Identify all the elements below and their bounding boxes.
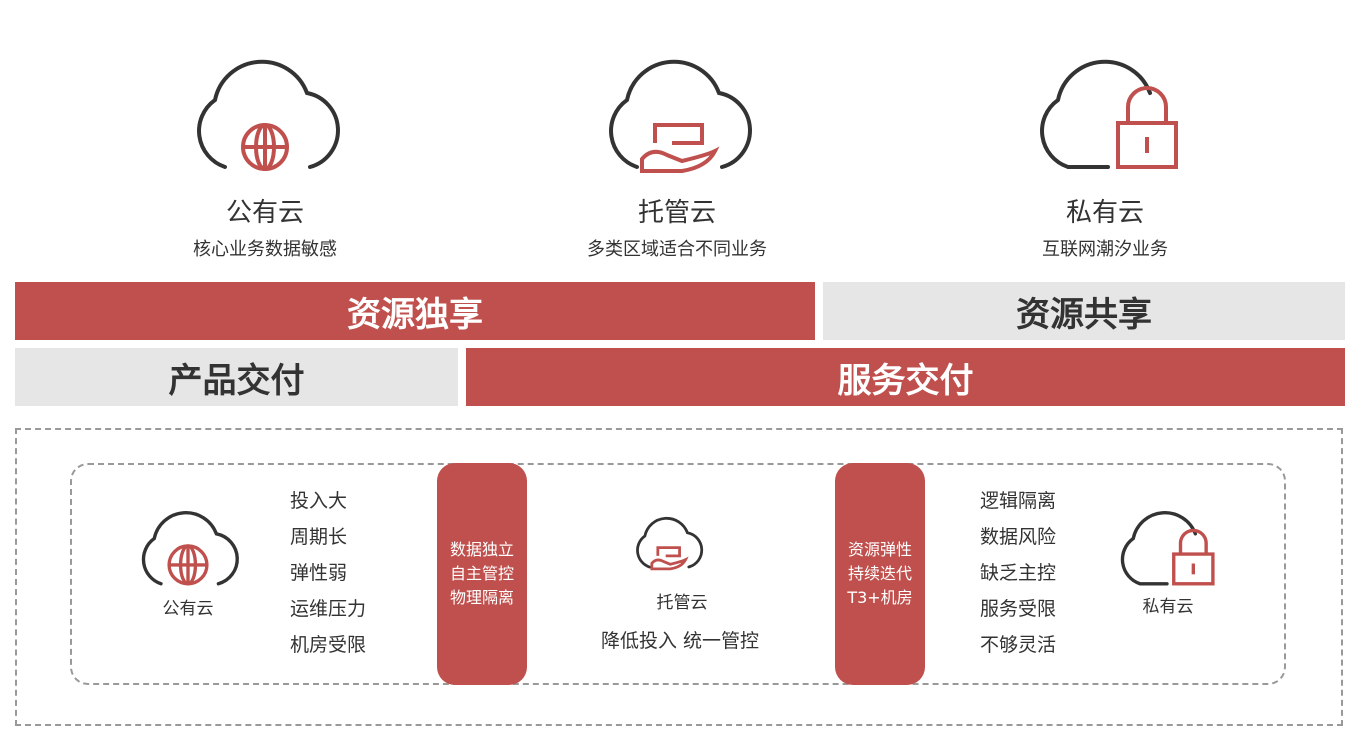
resource-shared-bar: 资源共享 (823, 282, 1345, 340)
small-public-cloud-icon (141, 511, 239, 586)
private-cloud-drawbacks: 逻辑隔离 数据风险 缺乏主控 服务受限 不够灵活 (980, 483, 1056, 663)
list-item: 服务受限 (980, 598, 1057, 620)
public-cloud-title: 公有云 (225, 198, 304, 228)
list-item: 逻辑隔离 (980, 490, 1057, 512)
small-private-cloud-icon (1120, 511, 1215, 586)
private-cloud-title: 私有云 (1065, 198, 1144, 228)
hosted-vs-public-advantages: 数据独立 自主管控 物理隔离 (437, 463, 527, 685)
list-item: 弹性弱 (290, 562, 348, 584)
small-public-cloud-label: 公有云 (162, 599, 214, 619)
small-hosted-cloud-icon (636, 516, 704, 571)
hosted-cloud-tagline: 降低投入 统一管控 (600, 630, 760, 652)
service-delivery-bar: 服务交付 (466, 348, 1345, 406)
hosted-cloud-hand-icon (609, 59, 752, 173)
comparison-inner-frame (70, 463, 1286, 685)
small-hosted-cloud-label: 托管云 (656, 593, 708, 613)
hosted-cloud-title: 托管云 (637, 198, 716, 228)
hosted-vs-private-advantages: 资源弹性 持续迭代 T3+机房 (835, 463, 925, 685)
advantage-item: 资源弹性 (847, 540, 912, 559)
comparison-outer-frame (15, 428, 1343, 726)
list-item: 不够灵活 (980, 634, 1057, 656)
advantage-item: 数据独立 (449, 540, 514, 559)
advantage-item: 自主管控 (449, 564, 514, 583)
list-item: 运维压力 (290, 598, 367, 620)
list-item: 缺乏主控 (980, 562, 1057, 584)
advantage-item: T3+机房 (847, 588, 913, 607)
advantage-item: 持续迭代 (847, 564, 912, 583)
product-delivery-bar: 产品交付 (15, 348, 458, 406)
small-private-cloud-label: 私有云 (1142, 597, 1194, 617)
list-item: 机房受限 (290, 634, 367, 656)
advantage-item: 物理隔离 (449, 588, 514, 607)
list-item: 投入大 (290, 490, 348, 512)
hosted-cloud-subtitle: 多类区域适合不同业务 (587, 239, 767, 260)
private-cloud-subtitle: 互联网潮汐业务 (1042, 239, 1168, 260)
public-cloud-globe-icon (197, 59, 340, 171)
public-cloud-drawbacks: 投入大 周期长 弹性弱 运维压力 机房受限 (290, 483, 366, 663)
public-cloud-subtitle: 核心业务数据敏感 (193, 239, 337, 260)
private-cloud-lock-icon (1040, 59, 1178, 169)
list-item: 数据风险 (980, 526, 1057, 548)
resource-exclusive-bar: 资源独享 (15, 282, 815, 340)
list-item: 周期长 (290, 526, 348, 548)
